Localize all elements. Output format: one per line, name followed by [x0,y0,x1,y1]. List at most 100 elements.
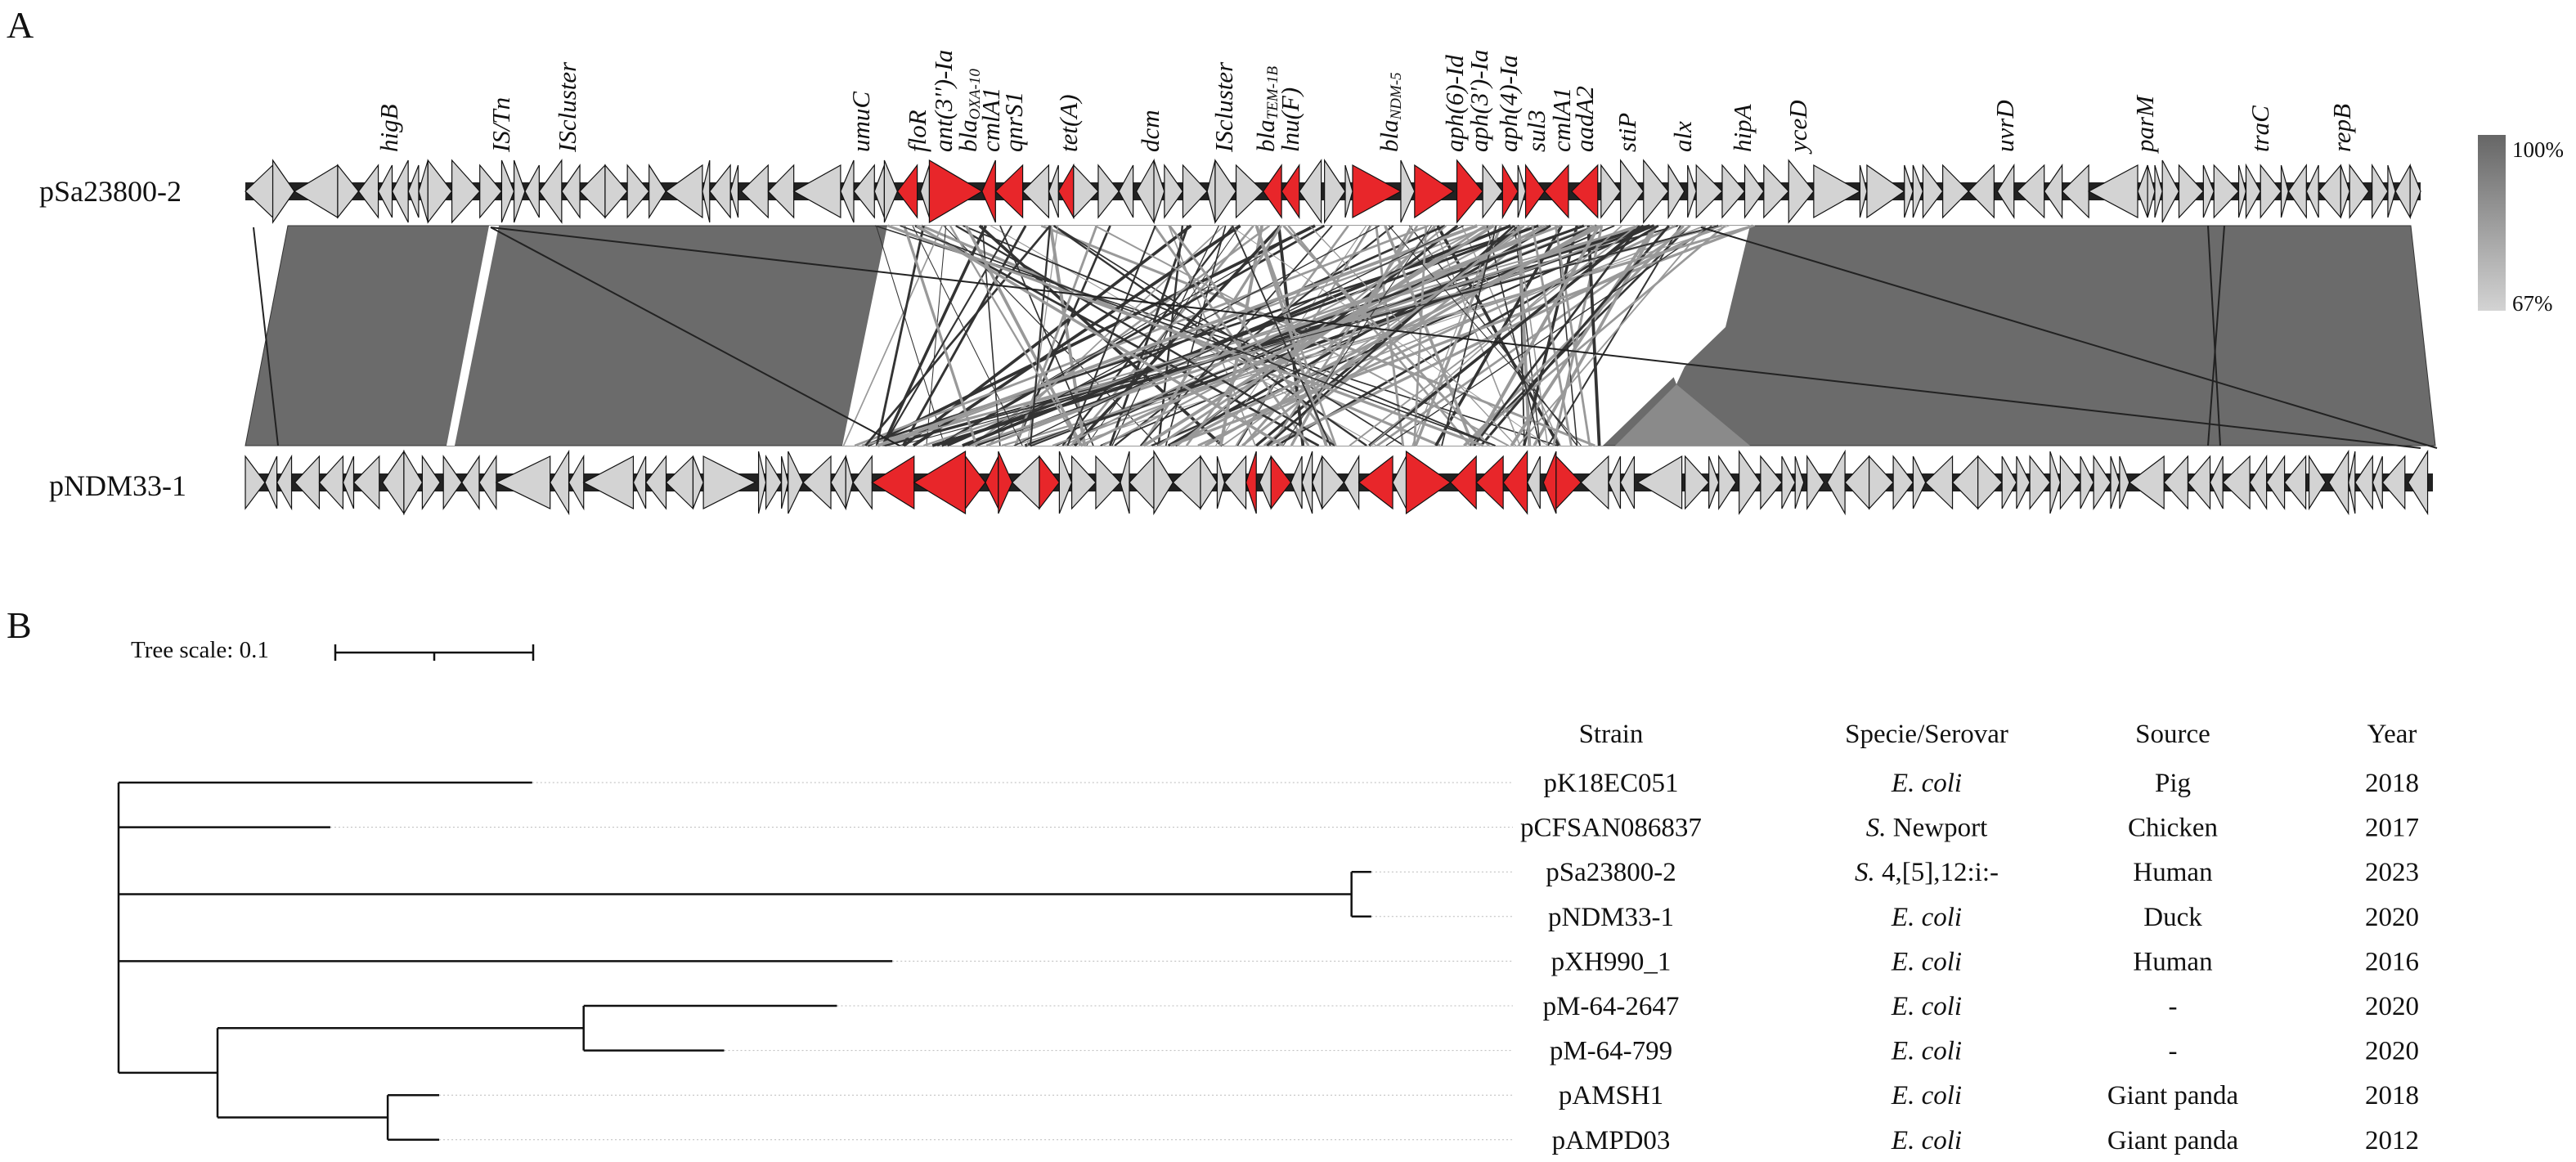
cell-year: 2018 [2365,1081,2419,1110]
homology-link [1282,224,1490,447]
gene-arrow [2110,455,2120,509]
cell-species: E. coli [1891,947,1962,976]
homology-link [1080,224,1547,447]
gene-arrow [495,455,551,509]
resistance-gene-arrow [1502,450,1528,515]
gene-arrow [2340,164,2350,218]
homology-band [245,224,2438,449]
gene-label: aph(4)-Ia [1494,55,1523,152]
gene-name: dcm [1136,110,1165,152]
tree-scale-label: Tree scale: 0.1 [131,637,269,663]
gene-arrow [2147,164,2156,218]
gene-arrow [840,159,855,223]
gene-arrow [740,164,769,219]
gene-arrow [1482,164,1504,219]
gene-name: aph(3')-Ia [1465,50,1493,152]
homology-link [1554,225,1591,446]
cell-source: Giant panda [2107,1081,2239,1110]
homology-link [1433,225,1521,446]
identity-min-label: 67% [2512,291,2553,316]
gene-arrow [1216,455,1226,509]
resistance-gene-arrow [1405,450,1452,515]
homology-link [1111,225,1220,446]
resistance-gene-arrow [964,455,986,510]
gene-arrow [1687,164,1697,218]
gene-arrow [1070,455,1097,510]
gene-arrow [1153,449,1174,516]
header-species: Specie/Serovar [1845,720,2008,749]
gene-arrow [276,454,293,511]
resistance-gene-arrow [1281,164,1300,219]
cell-species: S. Newport [1866,814,1987,843]
gene-arrow [1182,164,1208,219]
cell-strain: pSa23800-2 [1546,858,1676,887]
gene-arrow [1223,455,1247,510]
inversion-region [1615,384,1750,446]
gene-arrow [2349,164,2370,219]
gene-arrow [2119,455,2130,509]
cell-species: E. coli [1891,1081,1962,1110]
homology-link [1309,225,1517,446]
gene-arrow [2372,163,2389,220]
gene-name: IScluster [1209,61,1238,153]
cell-strain: pM-64-799 [1550,1037,1672,1066]
cell-year: 2016 [2365,947,2419,976]
gene-arrow [377,164,393,218]
homology-link [881,225,988,446]
homology-link [1441,225,1497,446]
gene-label: lnu(F) [1276,87,1304,152]
gene-arrow [451,159,481,224]
epithet: coli [1914,1081,1962,1110]
gene-arrow [2265,455,2286,510]
resistance-gene-arrow [1245,451,1257,514]
gene-arrow [1760,455,1783,510]
homology-link [1139,225,1333,446]
gene-label: IS/Tn [487,97,515,153]
gene-arrow [2128,455,2165,510]
cell-species: E. coli [1891,1037,1962,1066]
gene-name: aph(4)-Ia [1494,55,1523,152]
gene-label: uvrD [1990,100,2019,152]
gene-arrow [830,454,846,511]
gene-arrow [1924,455,1954,510]
homology-link [912,224,1241,447]
gene-arrow [264,455,278,509]
gene-arrow [1721,164,1746,219]
gene-arrow [2043,164,2063,219]
gene-arrow [407,164,420,218]
gene-arrow [2087,164,2138,219]
gene-arrow [1290,455,1303,509]
gene-name: aadA2 [1570,86,1599,152]
homology-link [912,225,1023,446]
gene-arrow [1912,164,1924,218]
homology-link [490,227,900,446]
gene-arrow [1977,455,2004,510]
homology-link [971,224,1271,447]
gene-arrow [245,455,266,510]
gene-label: aph(3')-Ia [1465,50,1493,152]
gene-label: blaTEM-1B [1251,66,1281,152]
resistance-gene-arrow [896,164,918,219]
gene-label: tet(A) [1054,94,1083,152]
gene-arrow [781,455,789,509]
cell-strain: pCFSAN086837 [1520,814,1702,843]
homology-link [1486,225,1541,446]
gene-arrow [1048,164,1059,218]
homology-link [886,224,1484,447]
homology-link [1514,225,1541,446]
epithet: 4,[5],12:i:- [1875,858,1999,887]
gene-arrow [1951,455,1979,510]
gene-name: parM [2130,94,2159,154]
gene-arrow [2354,455,2373,510]
homology-link [875,225,945,446]
gene-label: cmlA1 [976,87,1005,152]
gene-arrow [1636,455,1683,510]
gene-label: cmlA1 [1547,87,1576,152]
gene-arrow [294,455,321,510]
gene-arrow [293,164,339,219]
gene-arrow [1235,164,1264,219]
